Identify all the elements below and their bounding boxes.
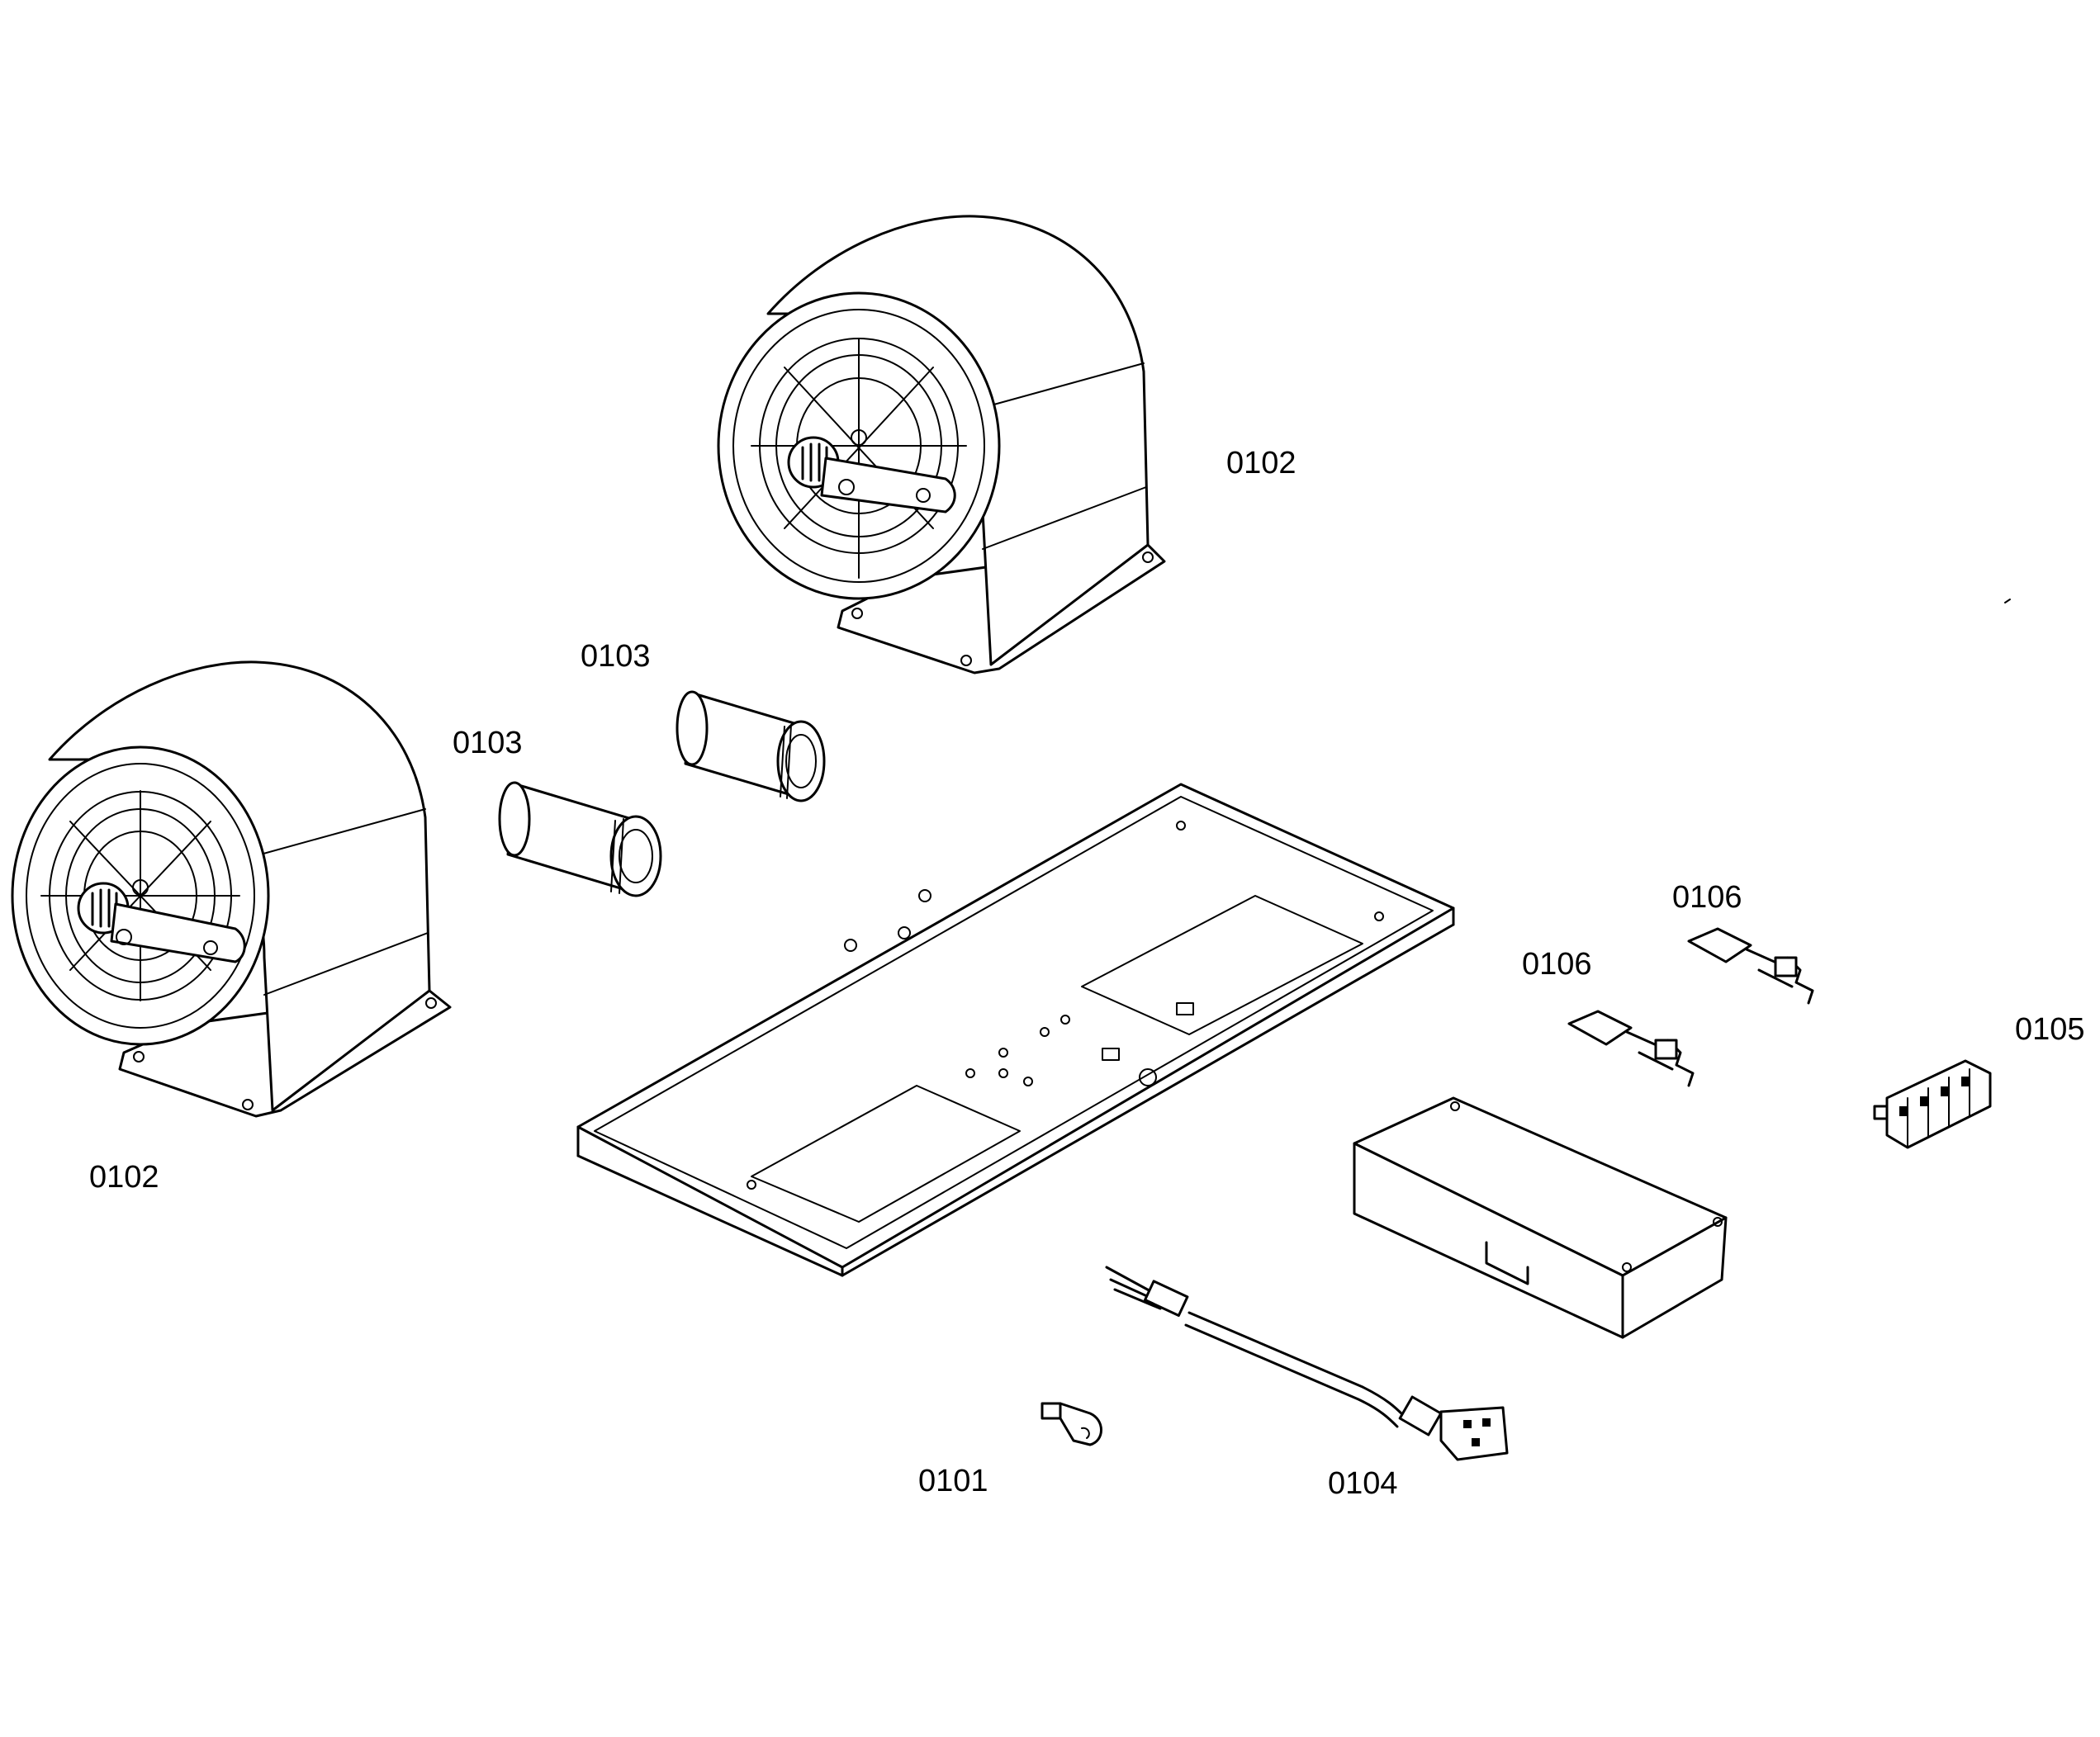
clip-top [1687,927,1814,1005]
label-capacitor-left: 0103 [453,726,523,760]
label-capacitor-top: 0103 [581,639,651,674]
label-blower-left: 0102 [89,1160,159,1195]
label-clip-bottom: 0106 [1522,947,1592,982]
clip-bottom [1567,1010,1695,1087]
label-terminal-block: 0105 [2015,1012,2085,1047]
label-cable: 0104 [1328,1466,1398,1501]
stray-mark [2004,599,2011,603]
blower-top [717,215,1166,674]
cable-harness [1105,1266,1509,1461]
capacitor-left [498,781,662,897]
capacitor-top [676,690,826,802]
base-tray [576,783,1455,1277]
label-grommet: 0101 [918,1464,988,1498]
terminal-block [1873,1059,1992,1149]
grommet [1041,1402,1102,1446]
label-clip-top: 0106 [1672,880,1742,915]
label-blower-top: 0102 [1226,446,1297,480]
blower-left [11,660,452,1118]
cover-plate [1353,1096,1728,1339]
